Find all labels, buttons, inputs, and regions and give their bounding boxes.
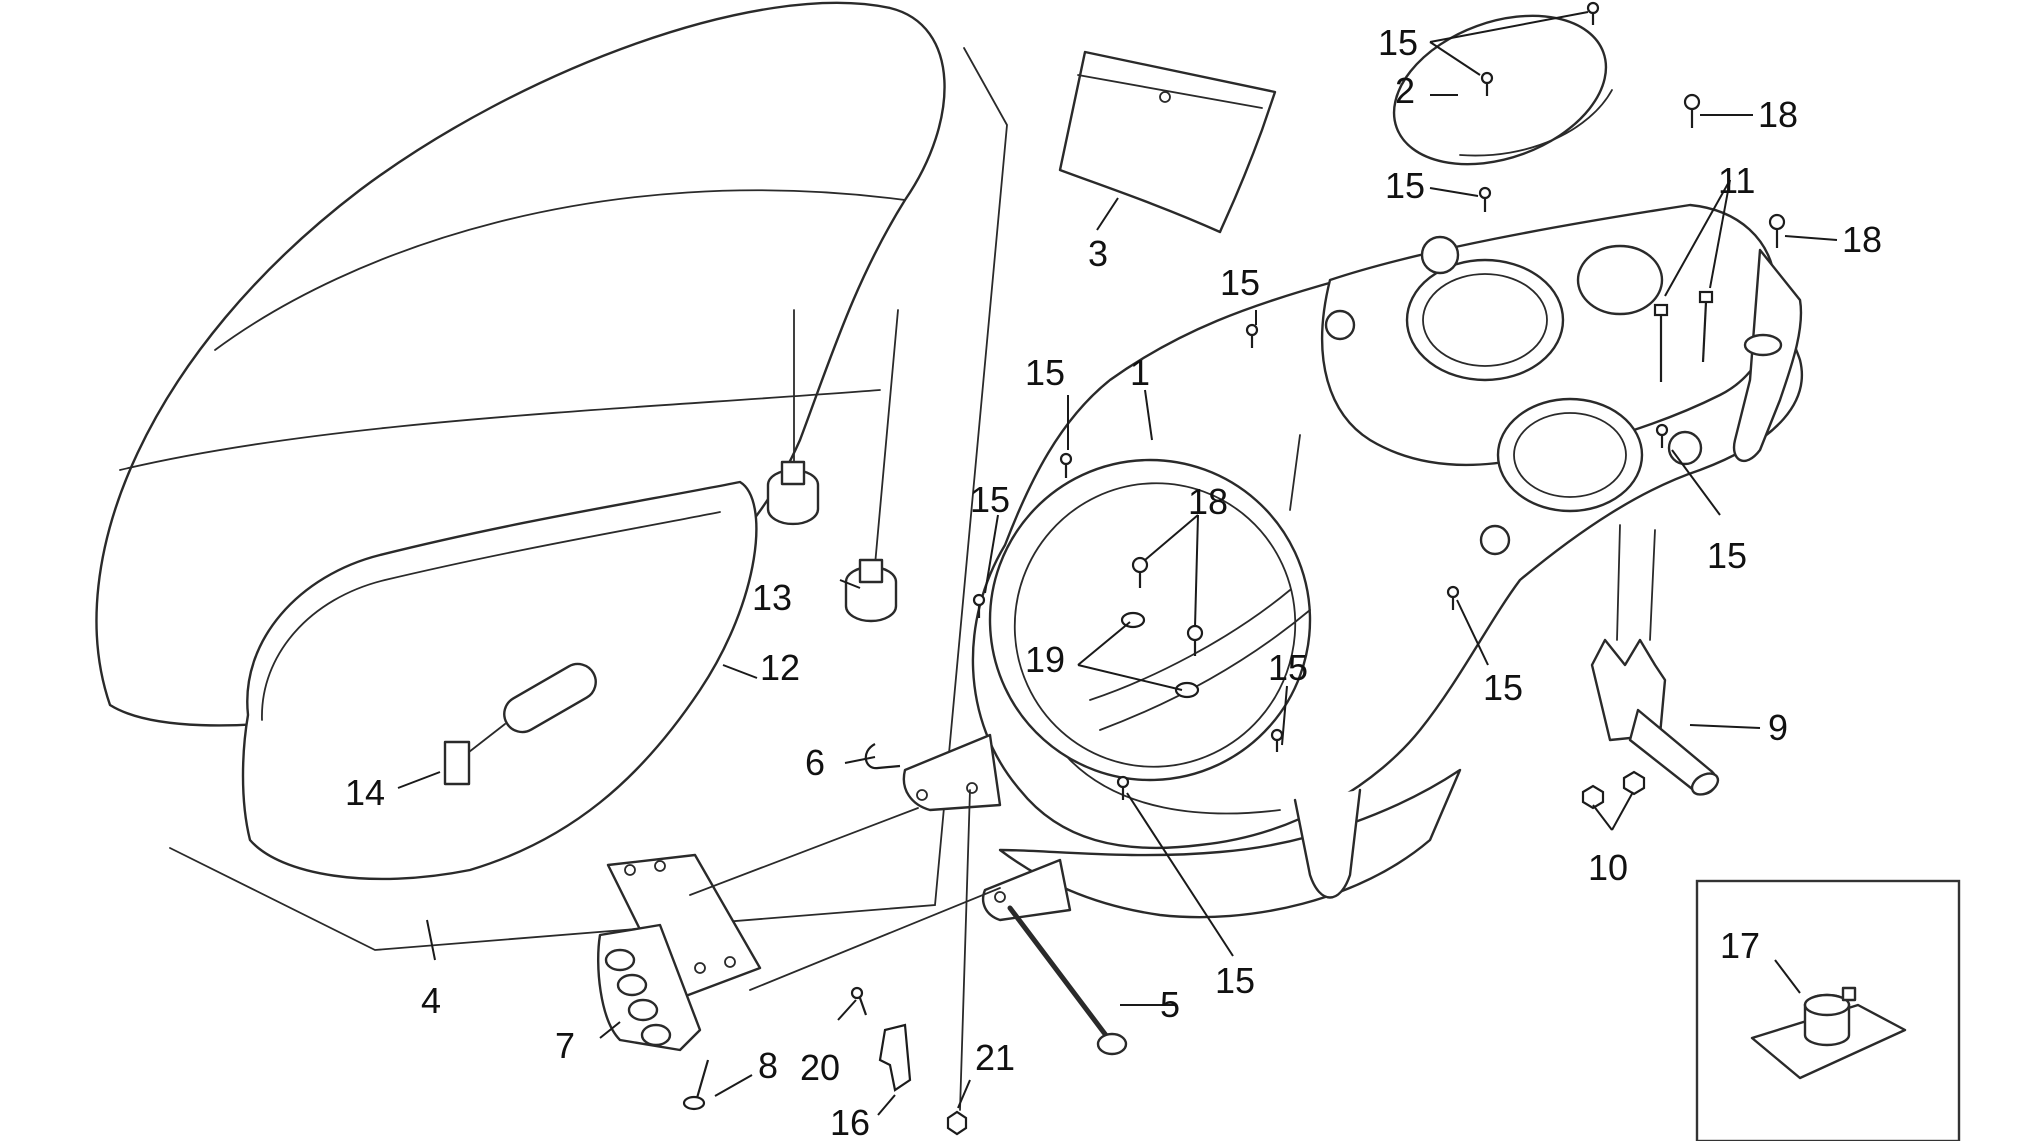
screw-15-rim-c: [972, 593, 986, 618]
cotter-pin-6: [864, 743, 901, 770]
nut-10-a: [1581, 784, 1605, 810]
seat-pan-line: [119, 389, 881, 471]
callout-14: 14: [345, 772, 385, 813]
screw-8: [682, 1059, 710, 1111]
callout-13: 13: [752, 577, 792, 618]
inset-frame: [1695, 879, 1961, 1141]
callout-15: 15: [1220, 262, 1260, 303]
screw-18-floor-a: [1131, 556, 1149, 588]
tray-well-small: [1576, 244, 1664, 316]
callout-18: 18: [1842, 219, 1882, 260]
inset-detail: [1695, 879, 1961, 1141]
document-pouch: [1058, 50, 1277, 234]
tray-ring-upper: [1405, 258, 1565, 382]
callout-6: 6: [805, 742, 825, 783]
screw-15-cover-top: [1586, 1, 1600, 25]
callout-9: 9: [1768, 707, 1788, 748]
callout-18: 18: [1758, 94, 1798, 135]
callout-18: 18: [1188, 481, 1228, 522]
screw-15-right: [1446, 585, 1460, 610]
screw-15-rim-b: [1059, 452, 1073, 478]
callout-15: 15: [970, 479, 1010, 520]
seat-base-gasket: [241, 480, 758, 881]
callout-15: 15: [1483, 667, 1523, 708]
nut-21: [946, 1110, 968, 1136]
screw-15-lower: [1116, 775, 1130, 800]
callout-1: 1: [1130, 352, 1150, 393]
assembly-axis-line: [959, 789, 971, 1111]
seat-frame-outline: [169, 47, 1008, 951]
callout-7: 7: [555, 1025, 575, 1066]
callout-12: 12: [760, 647, 800, 688]
seat-cushion-edge: [214, 189, 906, 351]
callout-3: 3: [1088, 233, 1108, 274]
seat-lock-latch: [443, 662, 597, 786]
callout-15: 15: [1707, 535, 1747, 576]
callout-15: 15: [1385, 165, 1425, 206]
nut-10-b: [1622, 770, 1646, 796]
compartment-bracket: [1293, 788, 1362, 899]
callout-15: 15: [1268, 647, 1308, 688]
screw-15-rim-a: [1245, 323, 1259, 348]
callout-8: 8: [758, 1045, 778, 1086]
leader-lines: [397, 11, 1838, 1116]
callout-19: 19: [1025, 639, 1065, 680]
screw-20: [850, 986, 868, 1016]
screw-18-right: [1768, 213, 1786, 248]
seat-assembly: [95, 1, 1008, 951]
callout-15: 15: [1378, 22, 1418, 63]
callout-10: 10: [1588, 847, 1628, 888]
screw-15-cover: [1480, 71, 1494, 96]
screw-18-top: [1683, 93, 1701, 128]
callout-4: 4: [421, 980, 441, 1021]
seat-gasket-inner: [261, 511, 721, 721]
screw-15-tray-right: [1655, 423, 1669, 448]
callout-17: 17: [1720, 925, 1760, 966]
hinge-plate: [597, 807, 1001, 1052]
pivot-pin: [1007, 905, 1128, 1056]
callout-labels: 15 2 18 15 11 18 3 15 15 1 15 15 18 13 1…: [345, 22, 1882, 1141]
bolt-11-a: [1653, 303, 1669, 382]
support-bracket: [1590, 524, 1720, 796]
seat-bumper-pair: [766, 309, 899, 623]
screw-18-floor-b: [1186, 624, 1204, 656]
callout-15: 15: [1025, 352, 1065, 393]
tray-ring-lower: [1496, 397, 1644, 513]
callout-11: 11: [1718, 160, 1755, 201]
washer-19-b: [1174, 681, 1200, 699]
callout-5: 5: [1160, 984, 1180, 1025]
callout-21: 21: [975, 1037, 1015, 1078]
hinge-knuckles: [604, 948, 672, 1047]
hardware: [682, 1, 1786, 1136]
callout-20: 20: [800, 1047, 840, 1088]
callout-16: 16: [830, 1102, 870, 1141]
bolt-11-b: [1698, 290, 1714, 363]
compartment-floor: [988, 458, 1312, 782]
callout-2: 2: [1395, 70, 1415, 111]
screw-15-tray: [1478, 186, 1492, 212]
callout-15: 15: [1215, 960, 1255, 1001]
clip-16: [878, 1023, 912, 1092]
